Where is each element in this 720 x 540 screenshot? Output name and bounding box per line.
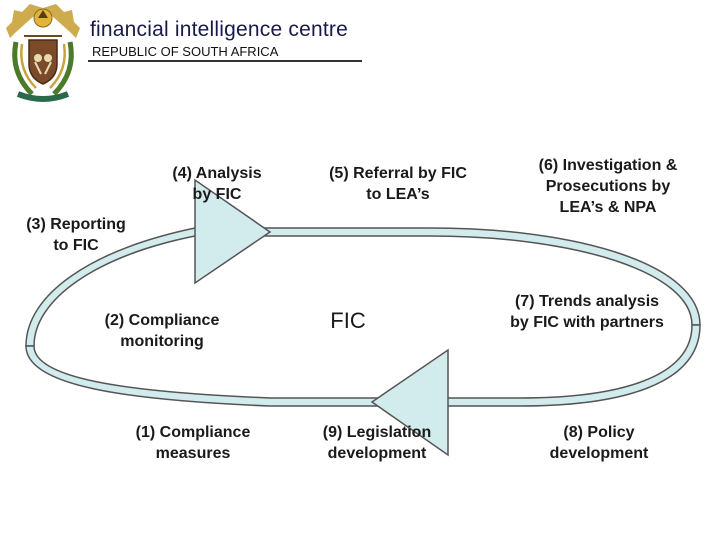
step-2-label: (2) Compliance monitoring — [104, 312, 220, 350]
step-3-label: (3) Reporting to FIC — [26, 216, 126, 254]
step-9-label: (9) Legislation development — [322, 424, 432, 462]
org-title: financial intelligence centre — [90, 18, 348, 41]
bottom-arc — [25, 324, 701, 407]
top-arrowhead — [194, 178, 272, 285]
coat-of-arms-logo — [6, 4, 80, 102]
header-divider — [88, 60, 362, 62]
step-8-label: (8) Policy development — [549, 424, 649, 462]
org-subtitle: REPUBLIC OF SOUTH AFRICA — [92, 44, 279, 59]
step-6-label: (6) Investigation & Prosecutions by LEA’… — [538, 157, 678, 216]
step-7-label: (7) Trends analysis by FIC with partners — [510, 293, 664, 331]
center-fic-label: FIC — [330, 308, 366, 333]
step-1-label: (1) Compliance measures — [135, 424, 251, 462]
step-4-label: (4) Analysis by FIC — [172, 165, 262, 203]
step-5-label: (5) Referral by FIC to LEA’s — [329, 165, 467, 203]
bottom-arrowhead — [370, 348, 449, 457]
